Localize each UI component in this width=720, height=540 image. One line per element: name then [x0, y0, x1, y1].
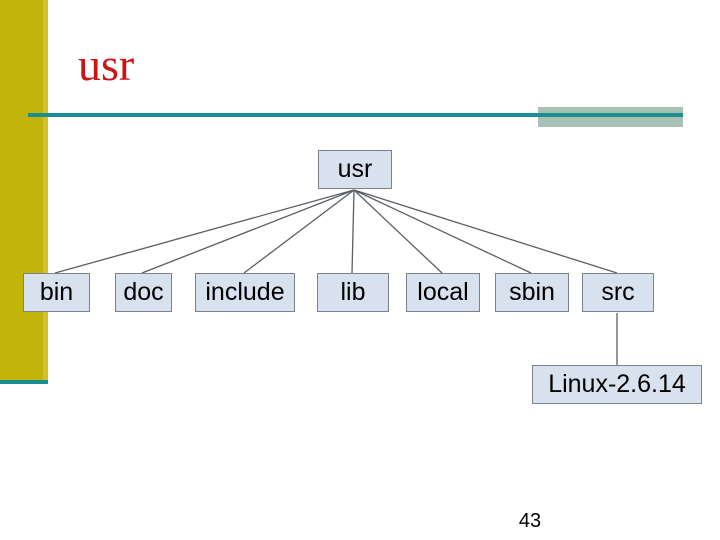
connector-usr-src [353, 189, 618, 274]
tree-node-lib-label: lib [340, 278, 366, 306]
page-title: usr [78, 39, 135, 90]
tree-node-include: include [195, 273, 295, 312]
title-rule [28, 113, 683, 117]
connector-usr-sbin [353, 189, 532, 274]
tree-node-usr: usr [318, 150, 392, 189]
tree-node-local-label: local [417, 278, 469, 306]
tree-node-usr-label: usr [337, 155, 373, 183]
connector-usr-bin [54, 189, 355, 274]
tree-node-doc: doc [115, 273, 172, 312]
page-number: 43 [518, 510, 542, 532]
tree-node-lib: lib [317, 273, 389, 312]
tree-node-src: src [582, 273, 654, 312]
title-rule-highlight [538, 107, 683, 127]
connector-usr-local [353, 189, 443, 274]
tree-node-sbin-label: sbin [509, 278, 555, 306]
tree-node-src-label: src [601, 278, 635, 306]
tree-node-doc-label: doc [123, 278, 164, 306]
tree-node-linux-label: Linux-2.6.14 [548, 370, 686, 398]
connector-usr-doc [141, 189, 355, 274]
tree-node-include-label: include [205, 278, 285, 306]
tree-node-bin-label: bin [39, 278, 74, 306]
tree-node-linux-2-6-14: Linux-2.6.14 [532, 365, 702, 404]
tree-node-bin: bin [23, 273, 90, 312]
left-accent-bar-cap [0, 380, 48, 384]
tree-node-sbin: sbin [495, 273, 569, 312]
left-accent-bar [0, 0, 48, 380]
connector-usr-include [243, 189, 355, 274]
connector-usr-lib [351, 189, 355, 274]
tree-node-local: local [406, 273, 480, 312]
